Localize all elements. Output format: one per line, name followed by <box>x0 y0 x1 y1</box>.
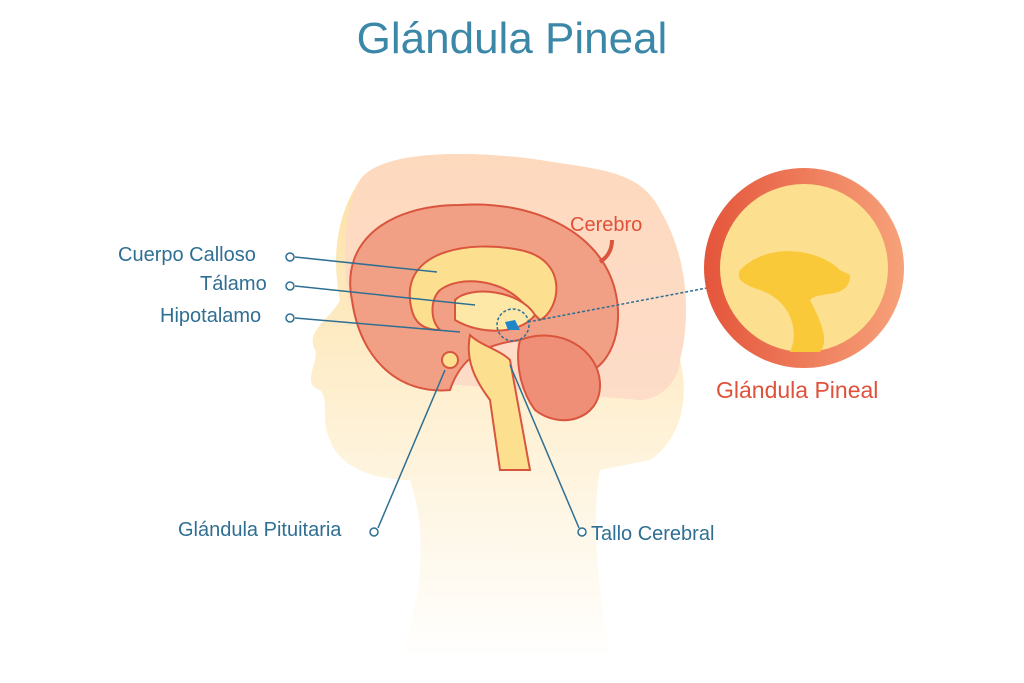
label-glandula-pituitaria: Glándula Pituitaria <box>178 519 342 541</box>
label-glandula-pineal: Glándula Pineal <box>716 377 879 403</box>
pineal-dashed-leader <box>527 286 713 323</box>
pineal-magnified-view <box>704 168 904 368</box>
leader-lines <box>285 252 587 537</box>
label-cuerpo-calloso: Cuerpo Calloso <box>118 244 256 266</box>
label-tallo-cerebral: Tallo Cerebral <box>591 523 715 545</box>
label-talamo: Tálamo <box>200 273 267 295</box>
label-cerebro: Cerebro <box>570 214 643 236</box>
pineal-highlight-circle <box>496 308 530 342</box>
page-title: Glándula Pineal <box>356 14 668 63</box>
label-hipotalamo: Hipotalamo <box>160 305 262 327</box>
cerebro-arrow-icon <box>598 239 614 264</box>
brain <box>349 203 620 471</box>
